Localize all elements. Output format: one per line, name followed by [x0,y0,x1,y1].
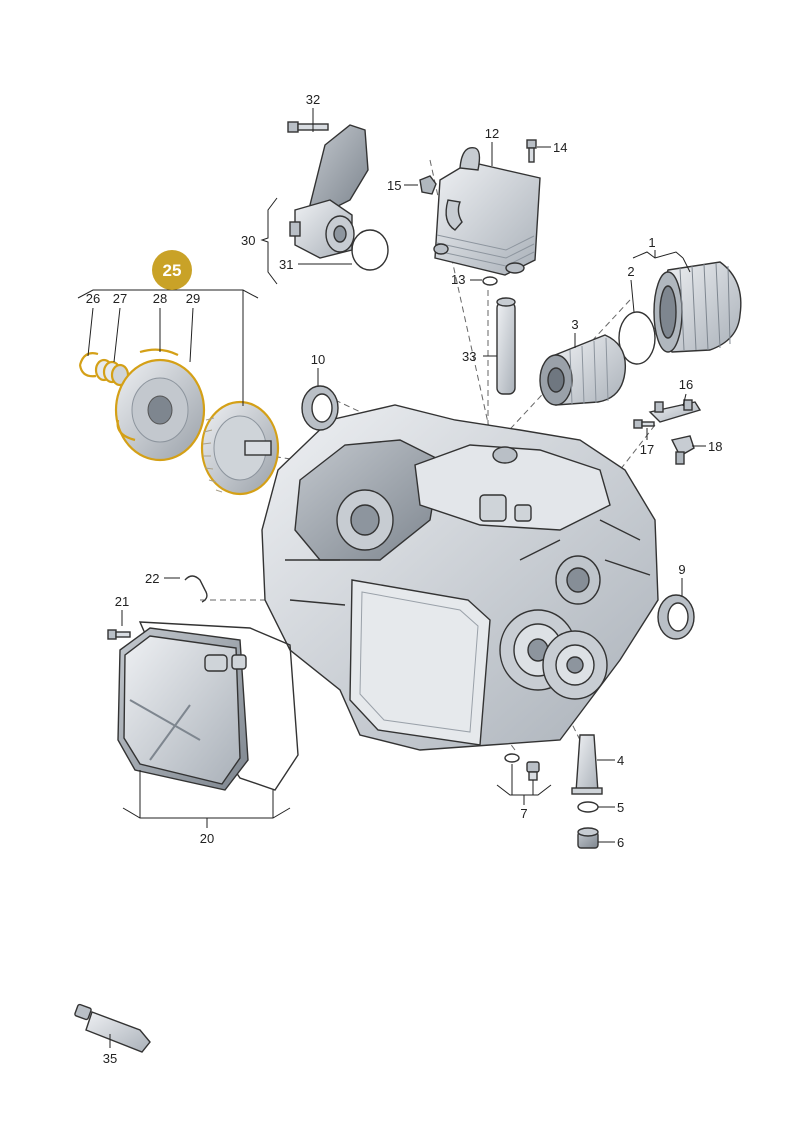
callout-22[interactable]: 22 [145,571,159,586]
part-2-o-ring [618,311,656,365]
callout-10[interactable]: 10 [311,352,325,367]
badge-circle [152,250,192,290]
callout-14[interactable]: 14 [553,140,567,155]
part-3-filter-cartridge [539,334,627,406]
transmission-housing [261,404,659,751]
part-18-sensor [670,435,695,465]
part-15-fitting [419,175,437,195]
callout-2[interactable]: 2 [627,264,634,279]
callout-3[interactable]: 3 [571,317,578,332]
part-26-circlip [78,352,99,378]
callout-20[interactable]: 20 [200,831,214,846]
part-35-sealant-tube [74,1003,151,1053]
part-32-bolt [287,121,329,133]
part-33-pipe [496,297,516,395]
callout-15[interactable]: 15 [387,178,401,193]
part-12-oil-cooler [433,146,541,276]
callout-1[interactable]: 1 [648,235,655,250]
part-21-bolt [107,629,131,640]
part-16-bracket [648,399,702,423]
callout-35[interactable]: 35 [103,1051,117,1066]
part-20-oil-pan [117,621,299,791]
callout-5[interactable]: 5 [617,800,624,815]
callout-18[interactable]: 18 [708,439,722,454]
callout-28[interactable]: 28 [153,291,167,306]
callout-26[interactable]: 26 [86,291,100,306]
part-9-shaft-seal [657,594,695,640]
callout-21[interactable]: 21 [115,594,129,609]
highlighted-assembly-25 [78,348,280,496]
callout-13[interactable]: 13 [451,272,465,287]
part-13-seal [482,276,498,286]
callout-30[interactable]: 30 [241,233,255,248]
part-30-actuator [289,124,369,259]
part-10-shaft-seal [301,385,339,431]
callout-17[interactable]: 17 [640,442,654,457]
callout-labels: 1 2 3 4 5 6 7 9 10 12 13 14 15 16 17 18 … [86,92,723,1066]
callout-32[interactable]: 32 [306,92,320,107]
part-5-seal-ring [577,801,599,813]
callout-7[interactable]: 7 [520,806,527,821]
badge-label: 25 [163,261,182,280]
highlight-badge-25[interactable]: 25 [152,250,192,290]
callout-29[interactable]: 29 [186,291,200,306]
part-31-o-ring [351,229,389,271]
part-7-screw-and-seal [504,753,540,781]
part-1-filter-housing [653,261,742,353]
callout-16[interactable]: 16 [679,377,693,392]
part-28-piston [114,348,206,462]
part-4-overflow-tube [571,734,603,795]
part-17-bolt [633,419,655,429]
callout-6[interactable]: 6 [617,835,624,850]
callout-4[interactable]: 4 [617,753,624,768]
callout-31[interactable]: 31 [279,257,293,272]
callout-12[interactable]: 12 [485,126,499,141]
callout-9[interactable]: 9 [678,562,685,577]
callout-33[interactable]: 33 [462,349,476,364]
part-29-clutch-drum [200,400,280,496]
part-6-drain-plug [577,827,599,849]
callout-27[interactable]: 27 [113,291,127,306]
part-14-bolt [526,139,537,163]
part-22-clip [184,575,208,603]
